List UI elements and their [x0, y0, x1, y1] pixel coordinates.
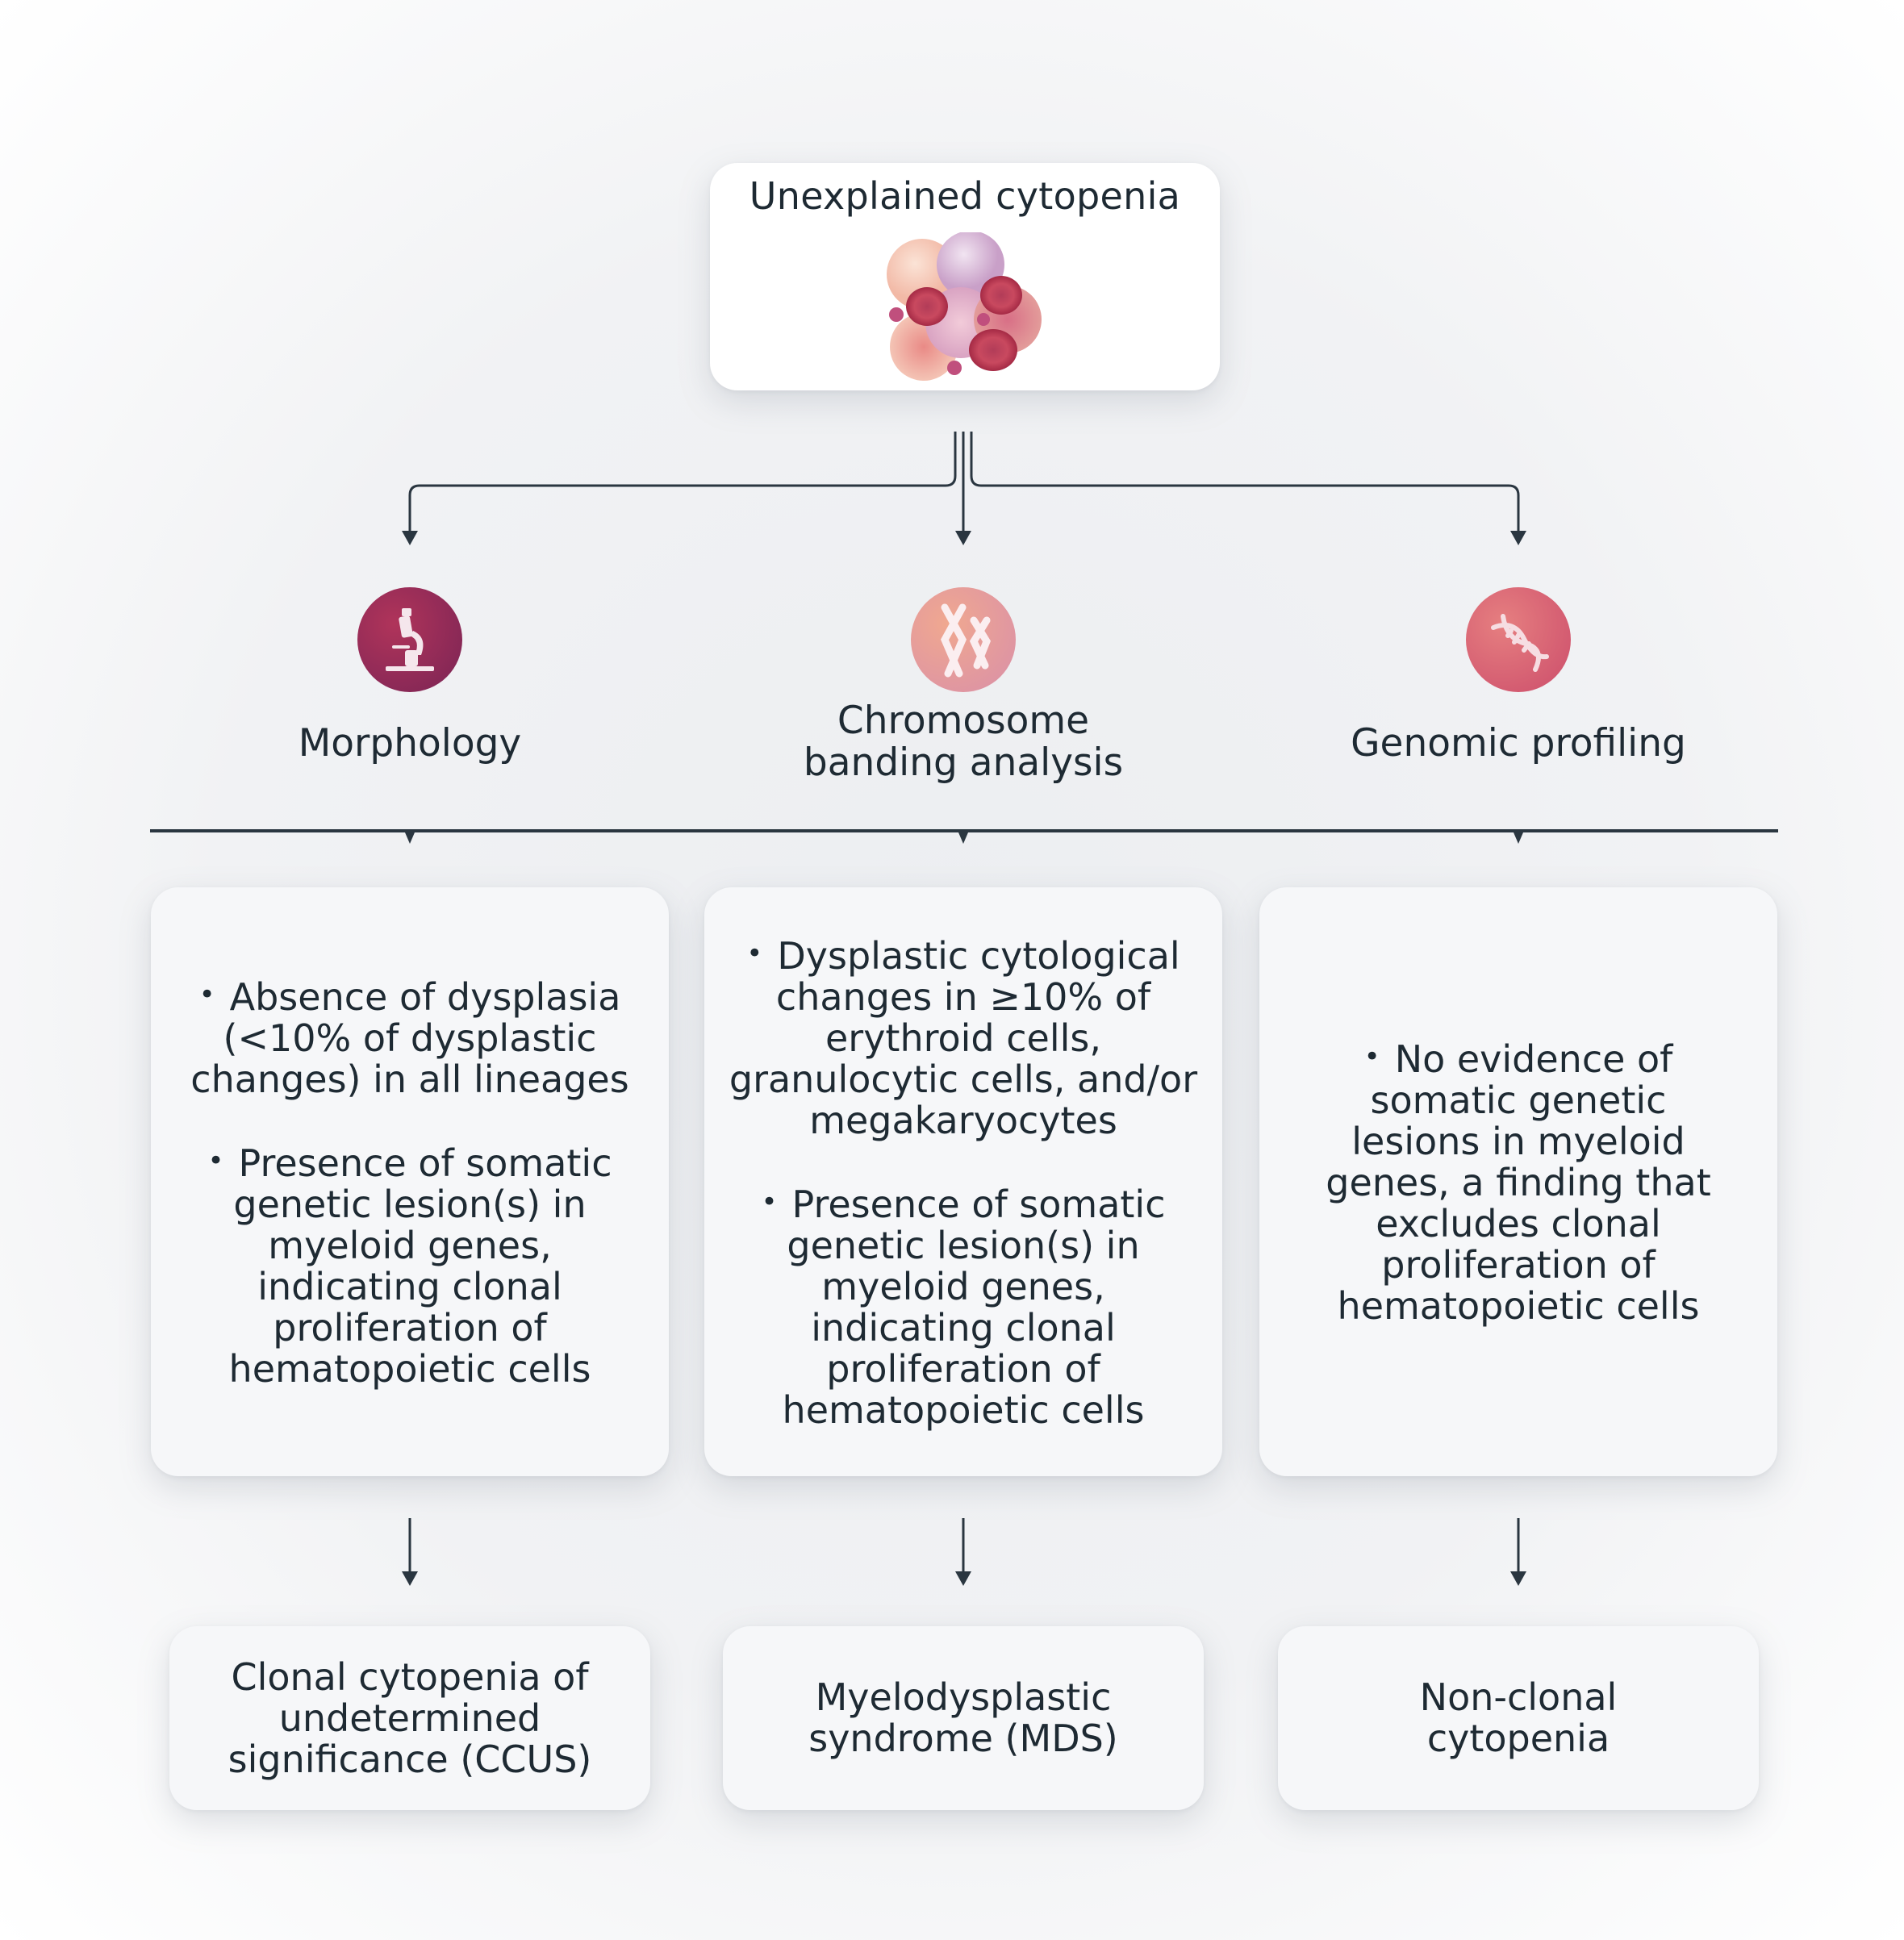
criteria-bullet: Presence of somatic genetic lesion(s) in… [175, 1141, 645, 1390]
criteria-bullet: No evidence of somatic genetic lesions i… [1308, 1037, 1729, 1327]
arrowhead-ccus [402, 1571, 418, 1586]
arrowhead-nonclonal [1510, 1571, 1526, 1586]
method-chromosome-banding: Chromosome banding analysis [737, 587, 1189, 784]
method-label-chromosome-banding: Chromosome banding analysis [737, 700, 1189, 784]
outcome-label: Non-clonal cytopenia [1419, 1675, 1618, 1760]
outcome-mds: Myelodysplastic syndrome (MDS) [723, 1626, 1204, 1810]
method-label-genomic-profiling: Genomic profiling [1351, 721, 1686, 766]
outcome-label: Myelodysplastic syndrome (MDS) [808, 1675, 1118, 1760]
root-node: Unexplained cytopenia [710, 163, 1220, 390]
outcome-label: Clonal cytopenia of undetermined signifi… [228, 1654, 592, 1781]
method-label-line-2: banding analysis [803, 741, 1124, 785]
criteria-card-nonclonal: No evidence of somatic genetic lesions i… [1259, 887, 1777, 1476]
outcome-nonclonal: Non-clonal cytopenia [1278, 1626, 1759, 1810]
outcome-ccus: Clonal cytopenia of undetermined signifi… [169, 1626, 650, 1810]
dna-icon [1466, 587, 1571, 692]
criteria-bullet: Presence of somatic genetic lesion(s) in… [729, 1182, 1198, 1431]
method-genomic-profiling: Genomic profiling [1292, 587, 1744, 765]
root-title: Unexplained cytopenia [749, 174, 1181, 218]
connector-right [970, 432, 1520, 532]
criteria-bullet: Absence of dysplasia (<10% of dysplastic… [175, 974, 645, 1100]
arrowhead-mds [955, 1571, 971, 1586]
divider-tick-right [1514, 832, 1523, 844]
divider-tick-center [958, 832, 968, 844]
method-label-line-1: Chromosome [837, 699, 1090, 743]
arrowhead-left [402, 531, 418, 545]
blood-cells-image [887, 232, 1042, 381]
arrowhead-center [955, 531, 971, 545]
divider-tick-left [405, 832, 415, 844]
microscope-icon [357, 587, 462, 692]
arrowhead-right [1510, 531, 1526, 545]
method-label-morphology: Morphology [298, 721, 522, 766]
criteria-bullet: Dysplastic cytological changes in ≥10% o… [729, 933, 1198, 1141]
method-morphology: Morphology [184, 587, 636, 765]
criteria-card-mds: Dysplastic cytological changes in ≥10% o… [704, 887, 1222, 1476]
chromosome-icon [911, 587, 1016, 692]
connector-left [408, 432, 957, 532]
criteria-card-ccus: Absence of dysplasia (<10% of dysplastic… [151, 887, 669, 1476]
